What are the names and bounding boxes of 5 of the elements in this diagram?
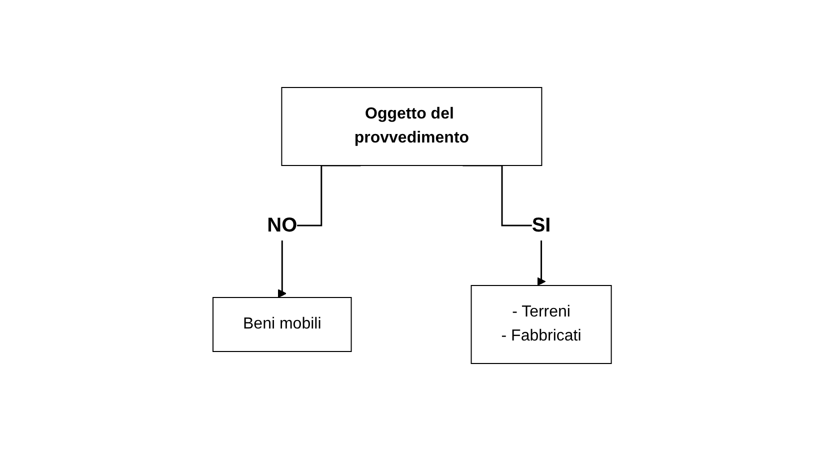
edge-label: SI [532, 214, 551, 236]
edge-label: NO [266, 214, 297, 236]
node-box: - Terreni - Fabbricati [470, 285, 612, 364]
node-box: Beni mobili [212, 297, 352, 352]
node-box: Oggetto del provvedimento [281, 87, 542, 166]
